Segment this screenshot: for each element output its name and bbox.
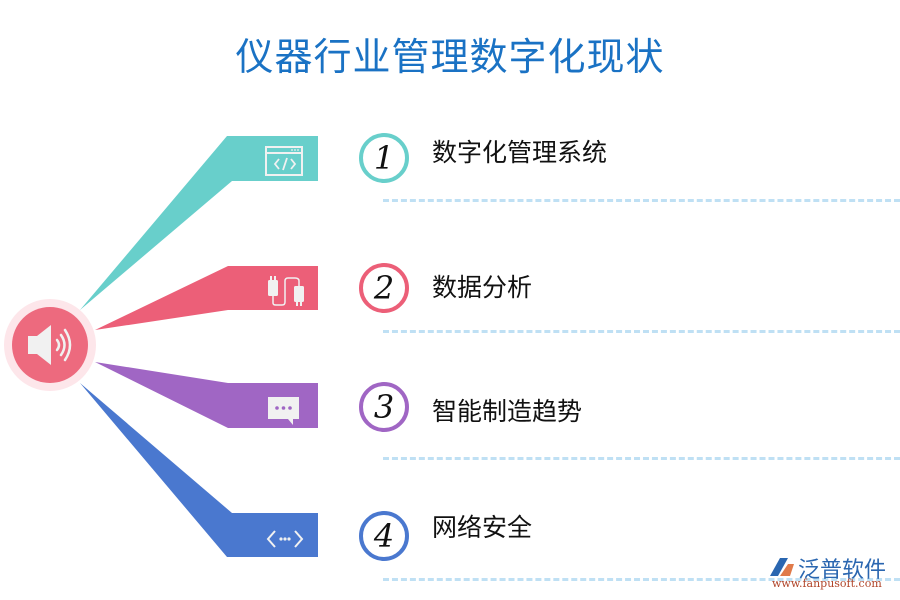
- item-number-1: 1: [359, 133, 409, 183]
- ray-4: [80, 383, 318, 557]
- divider-2: [383, 330, 900, 333]
- network-code-icon: [266, 530, 304, 548]
- item-label-4: 网络安全: [432, 513, 533, 542]
- page-title: 仪器行业管理数字化现状: [235, 35, 665, 79]
- chat-bubble-icon: [268, 397, 299, 425]
- item-number-2: 2: [359, 263, 409, 313]
- watermark-url: www.fanpusoft.com: [772, 577, 882, 590]
- sound-waves-icon: [55, 328, 72, 362]
- speaker-icon: [28, 325, 51, 365]
- ray-1: [80, 136, 318, 310]
- item-number-3: 3: [359, 382, 409, 432]
- watermark-name: 泛普软件: [798, 558, 887, 583]
- item-label-1: 数字化管理系统: [432, 138, 608, 167]
- divider-3: [383, 457, 900, 460]
- watermark-logo: 泛普软件 www.fanpusoft.com: [768, 552, 898, 592]
- ray-2: [95, 266, 318, 330]
- item-number-4: 4: [359, 511, 409, 561]
- divider-4: [383, 578, 900, 581]
- item-label-3: 智能制造趋势: [432, 397, 583, 426]
- ray-3: [95, 362, 318, 428]
- cable-icon: [268, 276, 304, 306]
- divider-1: [383, 199, 900, 202]
- code-window-icon: [265, 146, 303, 176]
- logo-mark-icon: [770, 558, 794, 576]
- item-label-2: 数据分析: [432, 273, 533, 302]
